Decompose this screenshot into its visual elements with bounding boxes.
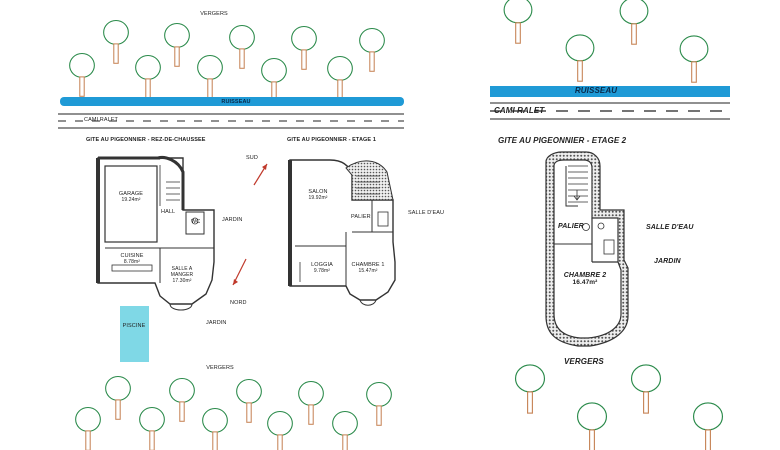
tree-icon — [169, 377, 195, 422]
tree-icon — [69, 52, 95, 97]
stream-bar — [490, 86, 730, 97]
room-loggia-name: LOGGIA — [311, 262, 333, 268]
second-floor-title: GITE AU PIGEONNIER - ETAGE 2 — [498, 136, 627, 145]
north-label: NORD — [230, 300, 247, 306]
road — [58, 113, 404, 129]
sink-icon — [597, 222, 605, 230]
room-bathroom-2: SALLE D'EAU — [646, 224, 694, 231]
orchard-top — [69, 19, 385, 102]
room-loggia: LOGGIA 9.78m² — [311, 262, 333, 274]
stream-label: RUISSEAU — [574, 86, 618, 95]
tree-icon — [565, 34, 595, 82]
orchard-bottom — [75, 375, 392, 450]
tree-icon — [692, 402, 724, 450]
room-dining: SALLE A MANGER 17.30m² — [171, 266, 194, 284]
tree-icon — [202, 407, 228, 450]
panel-separator — [472, 0, 476, 450]
room-palier-1: PALIER — [351, 214, 371, 220]
north-arrow-icon — [232, 258, 247, 286]
road — [490, 102, 730, 120]
tree-icon — [630, 364, 662, 414]
tree-icon — [366, 381, 392, 426]
stream-label: RUISSEAU — [221, 99, 251, 105]
south-label: SUD — [246, 155, 258, 161]
first-floor-title: GITE AU PIGEONNIER - ETAGE 1 — [287, 137, 376, 143]
room-hall: HALL — [161, 209, 176, 215]
room-kitchen-name: CUISINE — [120, 253, 144, 259]
tree-icon — [164, 22, 190, 67]
room-loggia-area: 9.78m² — [313, 268, 331, 274]
room-garage: GARAGE 19.24m² — [119, 191, 143, 203]
swimming-pool — [120, 306, 149, 362]
tree-icon — [197, 54, 223, 99]
room-bedroom-1: CHAMBRE 1 15.47m² — [352, 262, 385, 274]
tree-icon — [291, 25, 317, 70]
pool-label: PISCINE — [122, 323, 146, 329]
site-plan-floors-0-1: VERGERS RUISSEAU CAMI RALET GITE AU PIGE… — [58, 11, 445, 450]
tree-icon — [503, 0, 533, 44]
staircase-icon — [356, 175, 380, 195]
room-kitchen: CUISINE 8.78m² — [120, 253, 143, 265]
tree-icon — [298, 380, 324, 425]
tree-icon — [75, 406, 101, 450]
tree-icon — [267, 410, 293, 450]
tree-icon — [103, 19, 129, 64]
tree-icon — [327, 55, 353, 100]
garden-label-south: JARDIN — [206, 320, 227, 326]
room-salon-name: SALON — [308, 189, 328, 195]
tree-icon — [135, 54, 161, 99]
shower-icon — [377, 211, 389, 227]
room-bedroom-2-area: 16.47m² — [572, 279, 598, 286]
orchard-top-label: VERGERS — [200, 11, 228, 17]
shower-icon — [603, 239, 615, 255]
tree-icon — [514, 364, 546, 414]
staircase-icon — [568, 165, 588, 203]
tree-icon — [359, 27, 385, 72]
room-salon-area: 19.92m² — [308, 195, 328, 201]
stream-bar — [60, 97, 404, 106]
room-bedroom-2-name: CHAMBRE 2 — [563, 272, 607, 279]
south-arrow-icon — [253, 163, 268, 186]
room-kitchen-area: 8.78m² — [123, 259, 141, 265]
road-label: CAMI RALET — [84, 117, 119, 123]
ground-floor-title: GITE AU PIGEONNIER - REZ-DE-CHAUSSEE — [86, 137, 206, 143]
tree-icon — [105, 375, 131, 420]
second-floor-plan — [545, 151, 629, 347]
orchard-bottom-label: VERGERS — [206, 365, 234, 371]
orchard-south — [514, 364, 724, 450]
room-wc: WC — [191, 219, 201, 225]
room-bathroom-1: SALLE D'EAU — [408, 210, 445, 216]
ground-floor-plan — [96, 156, 215, 311]
orchard-label: VERGERS — [564, 357, 604, 366]
room-garage-area: 19.24m² — [121, 197, 141, 203]
garden-label-east: JARDIN — [222, 217, 243, 223]
room-dining-name-2: MANGER — [170, 272, 194, 278]
room-bedroom-1-name: CHAMBRE 1 — [351, 262, 385, 268]
tree-icon — [332, 410, 358, 450]
room-garage-name: GARAGE — [118, 191, 144, 197]
room-dining-name-1: SALLE A — [171, 266, 193, 272]
orchard-north — [503, 0, 709, 83]
site-plan-left-graphics — [58, 19, 404, 450]
room-salon: SALON 19.92m² — [308, 189, 327, 201]
toilet-icon — [582, 223, 590, 231]
tree-icon — [619, 0, 649, 45]
tree-icon — [576, 402, 608, 450]
tree-icon — [236, 378, 262, 423]
garden-label: JARDIN — [654, 258, 681, 265]
tree-icon — [229, 24, 255, 69]
room-bedroom-1-area: 15.47m² — [358, 268, 378, 274]
first-floor-plan — [288, 159, 396, 306]
site-plan-floor-2: RUISSEAU CAMI RALET GITE AU PIGEONNIER -… — [478, 0, 780, 450]
site-plan-right-graphics — [490, 0, 730, 450]
tree-icon — [261, 57, 287, 102]
tree-icon — [139, 406, 165, 450]
road-label: CAMI RALET — [494, 106, 545, 115]
room-dining-area: 17.30m² — [172, 278, 192, 284]
room-palier-2: PALIER — [558, 223, 584, 230]
room-bedroom-2: CHAMBRE 2 16.47m² — [564, 272, 607, 286]
tree-icon — [679, 35, 709, 83]
toilet-icon — [191, 217, 199, 225]
